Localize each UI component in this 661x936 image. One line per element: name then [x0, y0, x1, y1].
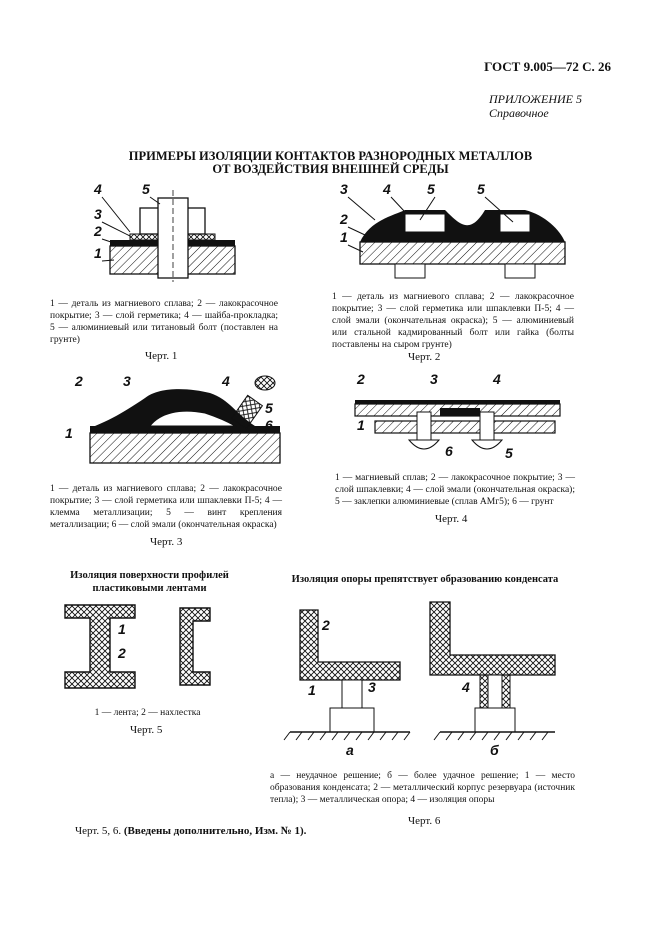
callout: 5	[477, 181, 485, 197]
callout: 3	[368, 679, 376, 695]
callout: 4	[492, 371, 501, 387]
callout: 3	[94, 206, 102, 222]
fig5-heading: Изоляция поверхности профилей пластиковы…	[70, 570, 229, 594]
figure-3-drawing: 2 3 4 5 6 1	[65, 373, 281, 464]
callout: 1	[94, 245, 102, 261]
callout: 3	[340, 181, 348, 197]
callout: 6	[265, 417, 273, 433]
fig6-heading: Изоляция опоры препятствует образованию …	[291, 574, 559, 585]
callout: 1	[357, 417, 365, 433]
callout: 2	[74, 373, 83, 389]
callout: 5	[505, 445, 513, 461]
footnote-emphasis: (Введены дополнительно, Изм. № 1).	[123, 825, 307, 837]
callout: 1	[118, 621, 126, 637]
callout: 3	[430, 371, 438, 387]
page-header: ГОСТ 9.005—72 С. 26	[484, 59, 611, 74]
fig6-label: Черт. 6	[408, 815, 441, 827]
callout: 3	[123, 373, 131, 389]
appendix-title: ПРИЛОЖЕНИЕ 5	[489, 92, 582, 106]
callout: 2	[321, 617, 330, 633]
callout: 4	[93, 181, 102, 197]
callout: 2	[93, 223, 102, 239]
footnote-prefix: Черт. 5, 6.	[75, 825, 124, 837]
appendix-subtitle: Справочное	[489, 106, 549, 120]
figure-2-drawing: 3 4 5 5 2 1	[339, 181, 566, 279]
callout: 4	[461, 679, 470, 695]
callout: 2	[339, 211, 348, 227]
variant-a: а	[346, 742, 354, 758]
figure-5-drawing: 1 2	[64, 604, 211, 689]
fig3-caption: 1 — деталь из магниевого сплава; 2 — лак…	[50, 484, 282, 530]
figure-6-drawing: 2 1 3 4 а б	[283, 601, 556, 758]
callout: 1	[308, 682, 316, 698]
callout: 5	[427, 181, 435, 197]
main-title-line1: ПРИМЕРЫ ИЗОЛЯЦИИ КОНТАКТОВ РАЗНОРОДНЫХ М…	[128, 149, 533, 163]
figure-4-drawing: 2 3 4 1 6 5	[354, 371, 561, 461]
fig5-caption: 1 — лента; 2 — нахлестка	[94, 708, 201, 718]
callout: 1	[340, 229, 348, 245]
callout: 6	[445, 443, 453, 459]
fig5-label: Черт. 5	[130, 724, 163, 736]
fig4-caption: 1 — магниевый сплав; 2 — лакокрасочное п…	[335, 473, 575, 507]
callout: 4	[221, 373, 230, 389]
main-title-line2: ОТ ВОЗДЕЙСТВИЯ ВНЕШНЕЙ СРЕДЫ	[212, 162, 449, 176]
callout: 2	[117, 645, 126, 661]
footnote: Черт. 5, 6. (Введены дополнительно, Изм.…	[75, 825, 306, 837]
fig1-label: Черт. 1	[145, 350, 178, 362]
fig2-caption: 1 — деталь из магниевого сплава; 2 — лак…	[332, 292, 574, 350]
fig3-label: Черт. 3	[150, 536, 183, 548]
variant-b: б	[490, 742, 499, 758]
appendix-block: ПРИЛОЖЕНИЕ 5 Справочное	[489, 92, 582, 120]
fig2-label: Черт. 2	[408, 351, 441, 363]
fig1-caption: 1 — деталь из магниевого сплава; 2 — лак…	[50, 299, 278, 345]
fig4-label: Черт. 4	[435, 513, 468, 525]
figure-1-drawing: 4 5 3 2 1	[93, 181, 236, 282]
fig6-caption: а — неудачное решение; б — более удачное…	[270, 771, 575, 805]
callout: 5	[142, 181, 150, 197]
callout: 5	[265, 400, 273, 416]
callout: 2	[356, 371, 365, 387]
callout: 4	[382, 181, 391, 197]
main-title: ПРИМЕРЫ ИЗОЛЯЦИИ КОНТАКТОВ РАЗНОРОДНЫХ М…	[0, 150, 661, 176]
callout: 1	[65, 425, 73, 441]
